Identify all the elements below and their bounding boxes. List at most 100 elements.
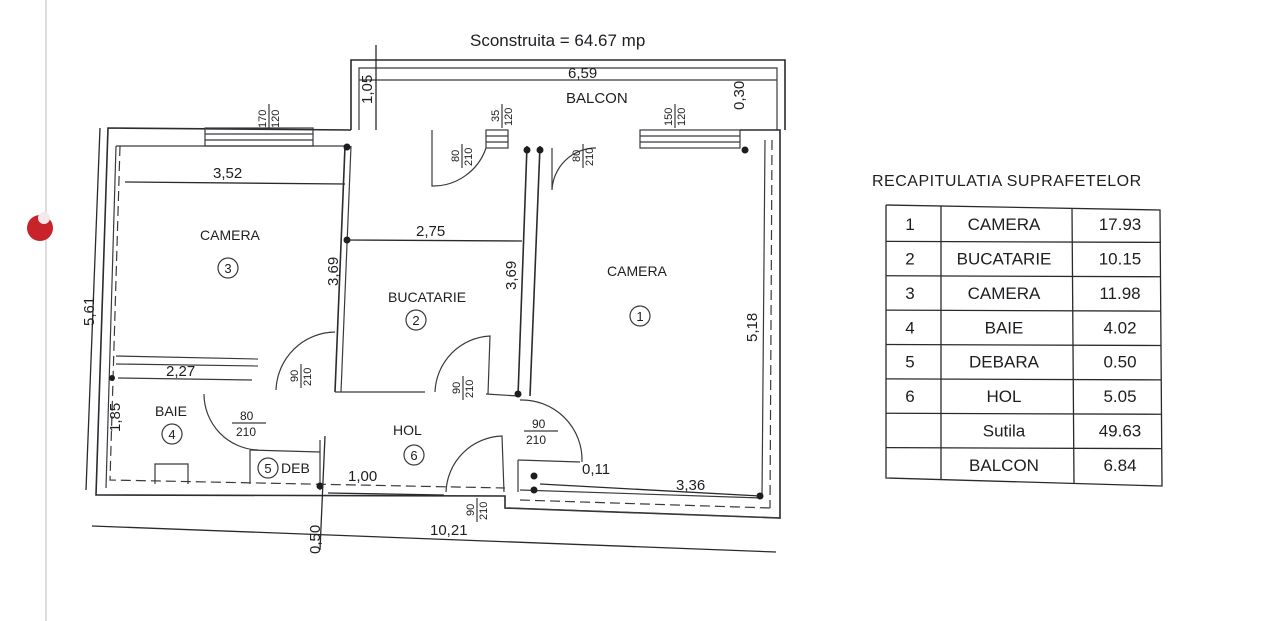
door-swing-entry xyxy=(445,435,505,493)
table-cell-number: 6 xyxy=(905,387,914,406)
balcony-wall-label: 0,30 xyxy=(731,81,748,110)
dim-camera1-bottom xyxy=(539,483,761,497)
door-swings xyxy=(203,130,597,493)
door-camera3-label: 90 210 xyxy=(289,364,314,388)
outer-wall-dashed-left xyxy=(109,145,506,489)
dim-bottom-offset xyxy=(319,435,326,551)
camera1-width-label: 3,36 xyxy=(676,477,705,494)
baie-name-label: BAIE xyxy=(155,403,187,419)
camera3-height-label: 3,69 xyxy=(325,257,342,286)
camera1-height-label: 5,18 xyxy=(744,313,761,342)
dim-total-height xyxy=(85,127,101,491)
outer-wall-outline xyxy=(95,127,781,519)
opening-bottom: 210 xyxy=(464,380,476,398)
baie-height-label: 1,85 xyxy=(107,403,124,432)
opening-top: 80 xyxy=(450,150,462,162)
baie-dim-line xyxy=(117,377,253,381)
door-swing-camera1 xyxy=(519,399,583,463)
table-cell-number: 2 xyxy=(905,250,914,269)
opening-top: 170 xyxy=(257,110,269,128)
door-swing-balcon-b xyxy=(551,147,597,191)
total-width-label: 10,21 xyxy=(430,522,468,539)
balcony: 6,59 BALCON 1,05 0,30 xyxy=(350,45,786,130)
balcony-depth-label: 1,05 xyxy=(359,75,376,104)
window-balcon-small xyxy=(485,129,509,149)
camera1-right-wall-dashed xyxy=(769,139,773,509)
table-cell-number: 1 xyxy=(905,215,914,234)
opening-top: 90 xyxy=(465,504,477,516)
wall-bucatarie-camera1 xyxy=(517,145,528,397)
table-row-divider xyxy=(885,378,1162,381)
table-row-divider xyxy=(885,412,1162,415)
junction-dot xyxy=(523,146,531,154)
balcony-width-label: 6,59 xyxy=(568,65,597,82)
opening-bottom: 210 xyxy=(478,502,490,520)
wall-camera3-bucatarie-inner xyxy=(340,145,352,393)
opening-bottom: 120 xyxy=(676,108,688,126)
room-labels: 3,52 CAMERA 3 3,69 2,75 BUCATARIE 2 3,69… xyxy=(81,165,761,554)
plan-title: Sconstruita = 64.67 mp xyxy=(470,31,645,50)
dim-hol-width xyxy=(327,492,445,496)
table-cell-area: 6.84 xyxy=(1103,456,1136,475)
interior-walls xyxy=(115,145,581,492)
bucatarie-name-label: BUCATARIE xyxy=(388,289,466,305)
outer-wall-inner-left xyxy=(105,145,117,489)
window-balcon-small-label: 35 120 xyxy=(490,104,515,128)
hol-name-label: HOL xyxy=(393,422,422,438)
area-summary-title: RECAPITULATIA SUPRAFETELOR xyxy=(872,173,1142,190)
camera1-name-label: CAMERA xyxy=(607,263,668,279)
window-camera1-label: 150 120 xyxy=(663,104,688,128)
bucatarie-height-label: 3,69 xyxy=(503,261,520,290)
windows xyxy=(204,127,741,149)
opening-top: 90 xyxy=(532,417,546,431)
door-balcon-a-label: 80 210 xyxy=(450,144,475,168)
door-swing-bucatarie xyxy=(434,335,491,395)
table-cell-name: BALCON xyxy=(969,456,1039,475)
punch-hole-highlight xyxy=(38,212,50,224)
dim-camera3-width xyxy=(124,181,346,185)
door-entry-label: 90 210 xyxy=(465,498,490,522)
table-cell-name: CAMERA xyxy=(968,284,1041,303)
camera3-width-label: 3,52 xyxy=(213,165,242,182)
window-camera1 xyxy=(639,129,741,149)
small-gap-label: 0,11 xyxy=(582,461,610,478)
table-col-divider xyxy=(1071,207,1075,485)
camera3-number-circle xyxy=(217,257,239,279)
camera1-right-wall xyxy=(761,139,766,499)
debara-number-circle xyxy=(257,457,279,479)
table-cell-area: 0.50 xyxy=(1103,353,1136,372)
table-cell-number: 3 xyxy=(905,284,914,303)
opening-top: 80 xyxy=(571,150,583,162)
opening-bottom: 120 xyxy=(270,110,282,128)
opening-top: 90 xyxy=(451,382,463,394)
balcony-inner-wall xyxy=(358,67,778,130)
opening-bottom: 210 xyxy=(463,148,475,166)
debara-name-label: DEB xyxy=(281,460,310,476)
dimension-lines xyxy=(85,127,777,553)
table-row-divider xyxy=(885,446,1162,450)
table-cell-name: BAIE xyxy=(985,318,1024,337)
camera1-bottom-wall xyxy=(519,489,763,499)
camera1-number-label: 1 xyxy=(636,309,643,324)
junction-dots xyxy=(109,143,764,500)
opening-bottom: 210 xyxy=(302,368,314,386)
baie-width-label: 2,27 xyxy=(166,363,195,380)
opening-bottom: 210 xyxy=(526,433,546,447)
door-swing-baie xyxy=(203,393,259,451)
camera3-name-label: CAMERA xyxy=(200,227,261,243)
table-cell-area: 17.93 xyxy=(1099,215,1142,234)
table-row-divider xyxy=(885,343,1162,347)
junction-dot xyxy=(741,146,749,154)
balcony-outer-wall xyxy=(350,59,786,130)
bottom-offset-label: 0,50 xyxy=(307,525,324,554)
table-cell-number: 4 xyxy=(905,318,914,337)
bucatarie-number-label: 2 xyxy=(412,313,419,328)
opening-top: 35 xyxy=(490,110,502,122)
table-row-divider xyxy=(885,275,1162,278)
table-cell-area: 49.63 xyxy=(1099,421,1142,440)
table-cell-area: 10.15 xyxy=(1099,250,1142,269)
wall-hol-jamb xyxy=(517,459,581,463)
